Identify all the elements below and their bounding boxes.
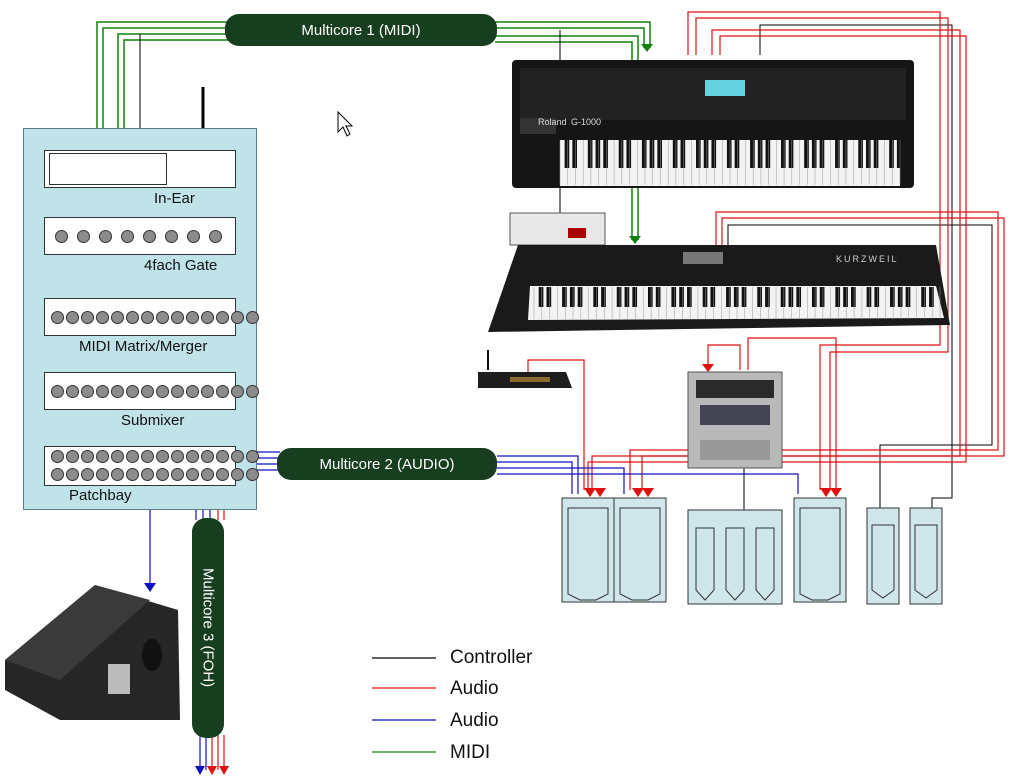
gate-label: 4fach Gate xyxy=(144,257,218,274)
midi-foot-controller xyxy=(509,212,606,246)
midi-matrix-ports xyxy=(51,311,259,324)
effects-pedal xyxy=(687,371,783,469)
midi-arrow xyxy=(641,44,653,52)
audio-arrow xyxy=(207,766,217,775)
legend-swatches xyxy=(372,657,436,753)
foh-cable-ends xyxy=(199,735,225,770)
audio-arrow xyxy=(632,488,644,497)
audio-arrow xyxy=(195,766,205,775)
roland-keyboard xyxy=(512,60,914,188)
audio-arrow xyxy=(702,364,714,372)
audio-arrow xyxy=(584,488,596,497)
pedals xyxy=(561,497,943,605)
in-ear-label: In-Ear xyxy=(154,190,195,207)
legend-label-audio-blue: Audio xyxy=(450,710,499,731)
midi-arrow xyxy=(629,236,641,244)
legend-label-controller: Controller xyxy=(450,647,533,668)
rack: In-Ear 4fach Gate MIDI Matrix/Merger Sub… xyxy=(23,128,259,510)
stage-monitor xyxy=(5,585,180,720)
audio-arrow xyxy=(219,766,229,775)
in-ear-display xyxy=(49,153,167,185)
patchbay-label: Patchbay xyxy=(69,487,132,504)
audio-arrow xyxy=(594,488,606,497)
submixer-unit xyxy=(44,372,259,410)
gate-unit xyxy=(44,217,236,255)
audio-red-cables xyxy=(527,11,1005,490)
multicore-audio: Multicore 2 (AUDIO) xyxy=(277,448,497,480)
audio-arrow xyxy=(642,488,654,497)
mouse-cursor-icon xyxy=(337,110,354,137)
submixer-knobs xyxy=(51,385,259,398)
kurzweil-keyboard xyxy=(488,245,950,332)
gate-knobs xyxy=(55,230,222,243)
roland-brand: Roland xyxy=(538,117,567,127)
audio-arrow xyxy=(830,488,842,497)
kurzweil-brand: KURZWEIL xyxy=(836,254,899,264)
multicore-midi: Multicore 1 (MIDI) xyxy=(225,14,497,46)
audio-arrow xyxy=(820,488,832,497)
submixer-label: Submixer xyxy=(121,412,185,429)
legend-label-midi: MIDI xyxy=(450,742,491,763)
legend-label-audio-red: Audio xyxy=(450,678,499,699)
patchbay-unit xyxy=(44,446,259,486)
roland-model: G-1000 xyxy=(571,117,601,127)
midi-matrix-unit xyxy=(44,298,259,336)
patchbay-row-top xyxy=(51,450,259,463)
in-ear-unit xyxy=(44,150,236,188)
patchbay-row-bottom xyxy=(51,468,259,481)
audio-arrow xyxy=(144,583,156,592)
wireless-receiver xyxy=(478,350,572,388)
multicore-foh: Multicore 3 (FOH) xyxy=(192,518,224,738)
midi-matrix-label: MIDI Matrix/Merger xyxy=(79,338,208,355)
